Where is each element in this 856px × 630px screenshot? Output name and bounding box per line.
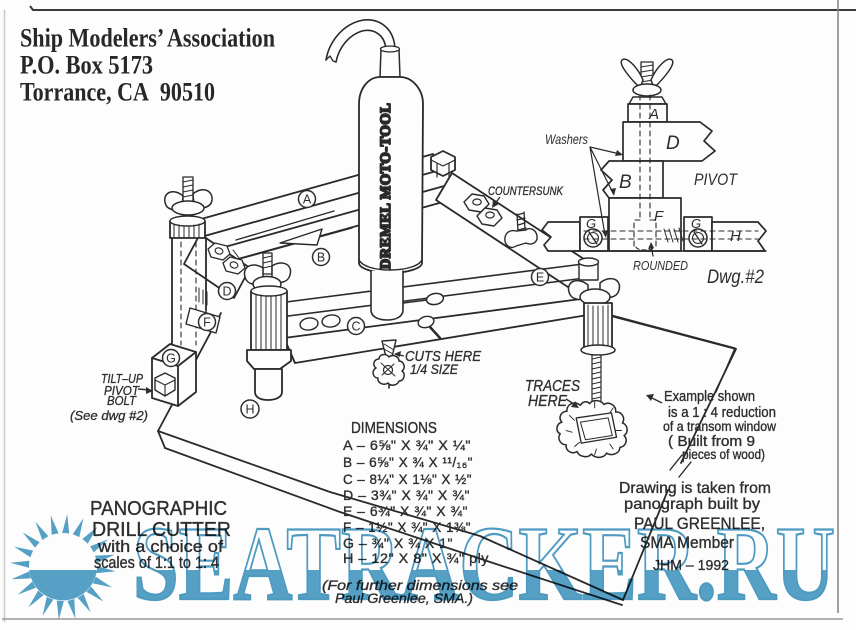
svg-text:C: C [351,320,360,334]
svg-text:B – 6⅝" X ¾ X ¹¹/₁₆": B – 6⅝" X ¾ X ¹¹/₁₆" [343,454,473,470]
svg-text:H – 12" X 8" X ¾" ply: H – 12" X 8" X ¾" ply [343,550,489,566]
svg-text:TRACES: TRACES [525,378,581,395]
svg-text:DIMENSIONS: DIMENSIONS [351,420,437,437]
svg-text:of a transom window: of a transom window [663,419,776,434]
svg-text:A: A [648,106,659,123]
svg-text:SMA Member: SMA Member [640,534,734,552]
svg-text:B: B [317,251,325,265]
svg-text:H: H [245,403,254,417]
svg-text:C – 8¼" X 1⅛" X ½": C – 8¼" X 1⅛" X ½" [343,471,472,487]
svg-text:COUNTERSUNK: COUNTERSUNK [488,186,564,198]
svg-text:E: E [536,271,544,285]
svg-text:1/4 SIZE: 1/4 SIZE [410,362,459,377]
svg-text:F: F [203,316,211,330]
svg-text:Ship Modelers’ Association: Ship Modelers’ Association [20,24,275,53]
svg-text:SEATRACKER.RU: SEATRACKER.RU [133,505,835,622]
svg-text:G: G [691,216,701,231]
svg-text:with a choice of: with a choice of [97,538,224,556]
svg-text:Washers: Washers [545,131,588,147]
svg-text:Dwg.#2: Dwg.#2 [707,267,764,288]
svg-text:CUTS HERE: CUTS HERE [405,348,482,365]
svg-text:Torrance, CA 90510: Torrance, CA 90510 [20,78,215,107]
svg-text:PIVOT: PIVOT [104,384,140,398]
svg-text:H: H [730,228,741,245]
svg-text:A: A [303,193,312,207]
svg-text:D: D [222,285,231,299]
svg-text:G: G [586,216,596,231]
svg-text:Example shown: Example shown [664,388,755,405]
svg-text:P.O. Box 5173: P.O. Box 5173 [20,51,153,80]
svg-text:G: G [166,352,176,366]
svg-text:(For further dimensions see: (For further dimensions see [322,577,518,593]
svg-text:pieces of wood): pieces of wood) [682,446,765,462]
svg-text:Drawing is taken from: Drawing is taken from [619,480,771,497]
svg-text:BOLT: BOLT [107,394,137,408]
svg-text:panograph built by: panograph built by [624,496,760,513]
svg-text:is a 1 : 4 reduction: is a 1 : 4 reduction [668,404,776,421]
svg-text:scales of 1:1 to 1: 4: scales of 1:1 to 1: 4 [94,554,219,572]
svg-text:DREMEL MOTO-TOOL: DREMEL MOTO-TOOL [378,103,394,270]
svg-text:DRILL CUTTER: DRILL CUTTER [92,519,231,541]
svg-text:D: D [666,133,680,154]
svg-text:(See dwg #2): (See dwg #2) [70,408,148,423]
svg-text:PIVOT: PIVOT [694,170,738,189]
svg-text:G – ¾" X ¾ X 1": G – ¾" X ¾ X 1" [343,535,453,551]
svg-text:F – 1½" X ¾" X 1⅜": F – 1½" X ¾" X 1⅜" [343,519,471,535]
svg-text:D – 3¾" X ¾" X ¾": D – 3¾" X ¾" X ¾" [343,487,470,503]
svg-text:B: B [619,172,632,193]
svg-text:ROUNDED: ROUNDED [633,258,688,273]
svg-text:E – 6¾" X ¾" X ¾": E – 6¾" X ¾" X ¾" [343,503,468,519]
svg-text:( Built from 9: ( Built from 9 [668,434,755,450]
svg-text:A – 6⅝" X ¾" X ¼": A – 6⅝" X ¾" X ¼" [343,437,471,453]
svg-text:JHM – 1992: JHM – 1992 [653,557,729,574]
svg-text:PAUL GREENLEE,: PAUL GREENLEE, [634,514,765,533]
svg-text:PANOGRAPHIC: PANOGRAPHIC [90,498,227,520]
svg-text:F: F [654,208,664,225]
svg-text:HERE: HERE [528,393,568,410]
svg-text:TILT–UP: TILT–UP [101,372,144,386]
svg-text:Paul Greenlee, SMA.): Paul Greenlee, SMA.) [335,590,473,606]
